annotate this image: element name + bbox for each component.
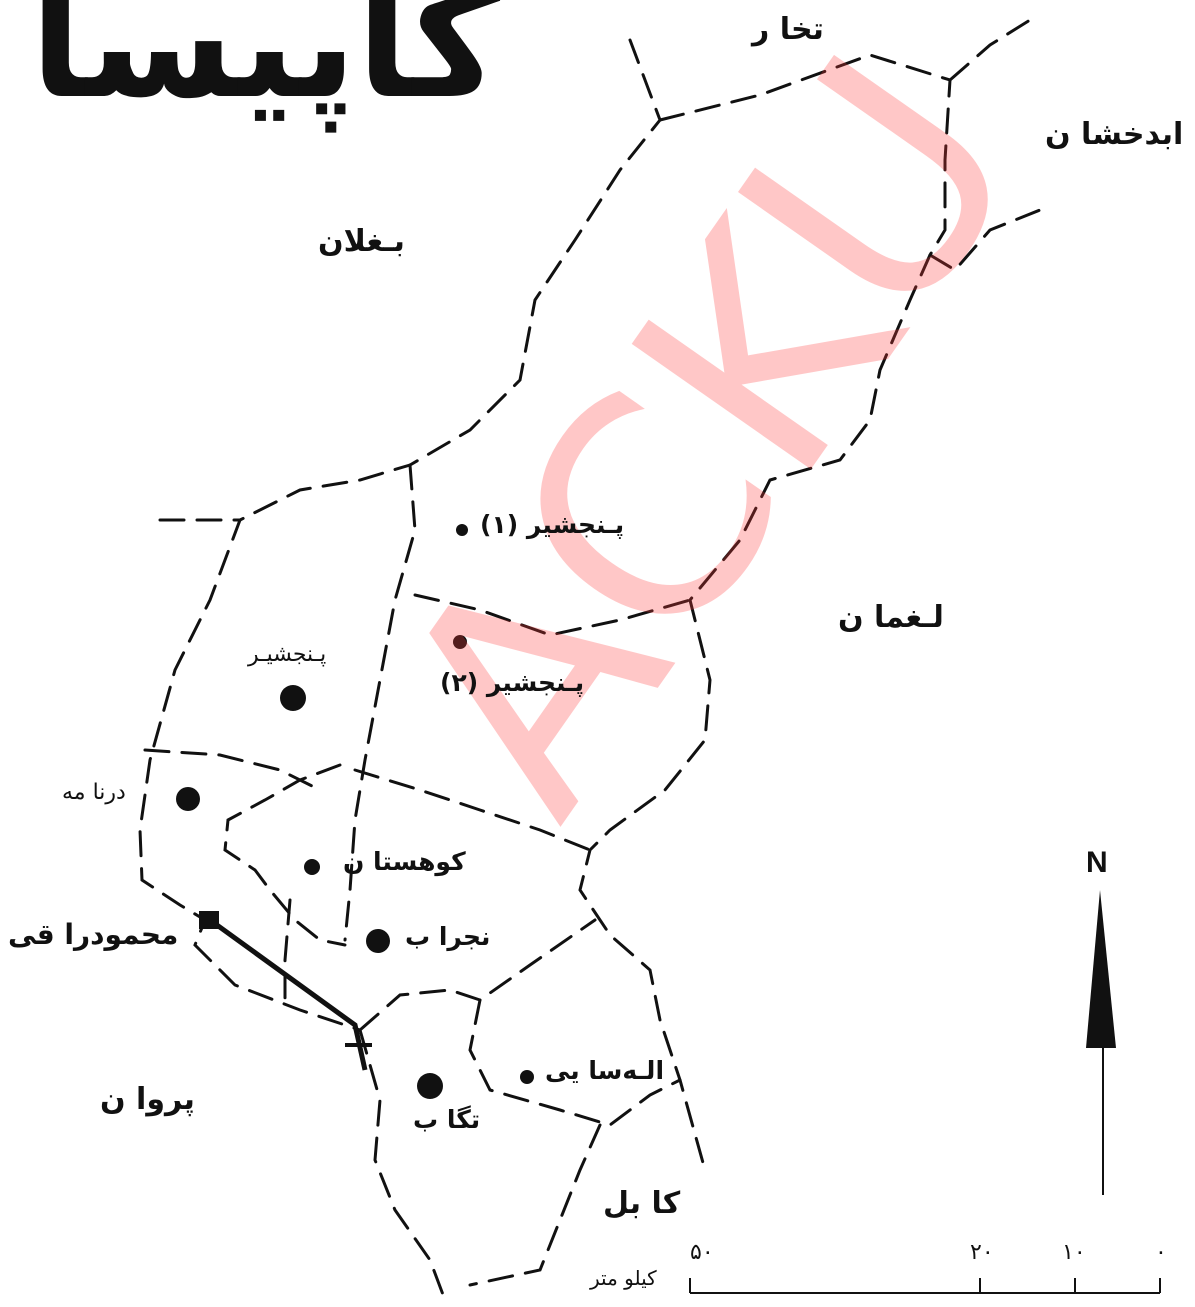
label-kohistan: کوهستا ن [343,847,466,876]
label-tagab: تگا ب [413,1105,481,1134]
marker-mahmud-raqi [199,911,219,929]
label-takhar: تخا ر [752,12,824,47]
label-baghlan: بـغلان [318,224,405,259]
north-arrow-icon [1086,890,1116,1195]
scale-tick-0: ۰ [1155,1240,1167,1265]
label-panjshir: پـنجشیـر [248,642,327,667]
label-darnama: درنا مه [62,780,126,805]
label-parwan: پروا ن [100,1082,195,1117]
scale-bar [689,1278,1161,1294]
label-laghman: لـغما ن [838,600,944,635]
marker-panjshir [280,685,306,711]
boundary-parwan [283,898,292,1012]
label-panjshir-1: پـنجشیر (۱) [480,510,625,539]
marker-panjshir-1 [456,524,468,536]
boundary-kohistan [223,763,592,947]
scale-unit: کیلو متر [590,1266,657,1290]
marker-tagab [417,1073,443,1099]
marker-kohistan [304,859,320,875]
label-alasai: الـه‌سا یی [545,1056,665,1085]
province-boundary-east [578,53,952,1172]
label-badakhshan: ابدخشا ن [1045,117,1184,152]
boundary-badakhshan-lower [928,208,1042,272]
label-panjshir-2: پـنجشیر (۲) [440,668,585,697]
boundary-central-vertical [343,463,417,942]
north-label: N [1086,846,1108,879]
label-mahmud-raqi: محمودرا قی [8,918,179,951]
label-nijrab: نجرا ب [405,922,491,951]
scale-tick-10: ۱۰ [1062,1240,1086,1265]
marker-nijrab [366,929,390,953]
scale-tick-50: ۵۰ [690,1240,714,1265]
scale-tick-20: ۲۰ [970,1240,994,1265]
boundary-tagab-kabul [358,1028,447,1302]
marker-darnama [176,787,200,811]
boundary-kabul-east [468,1123,602,1287]
map-title: کاپیسا [30,0,501,132]
province-boundary-west [138,38,662,1032]
road [208,917,368,1071]
boundary-badakhshan [948,18,1032,82]
boundary-panjshir-1-2 [413,593,692,637]
boundary-nijrab-tagab [358,918,597,1032]
boundary-alasai [468,998,682,1127]
boundary-lines [138,18,1042,1302]
label-kabul: کا بل [603,1186,681,1221]
marker-panjshir-2 [453,635,467,649]
marker-alasai [520,1070,534,1084]
